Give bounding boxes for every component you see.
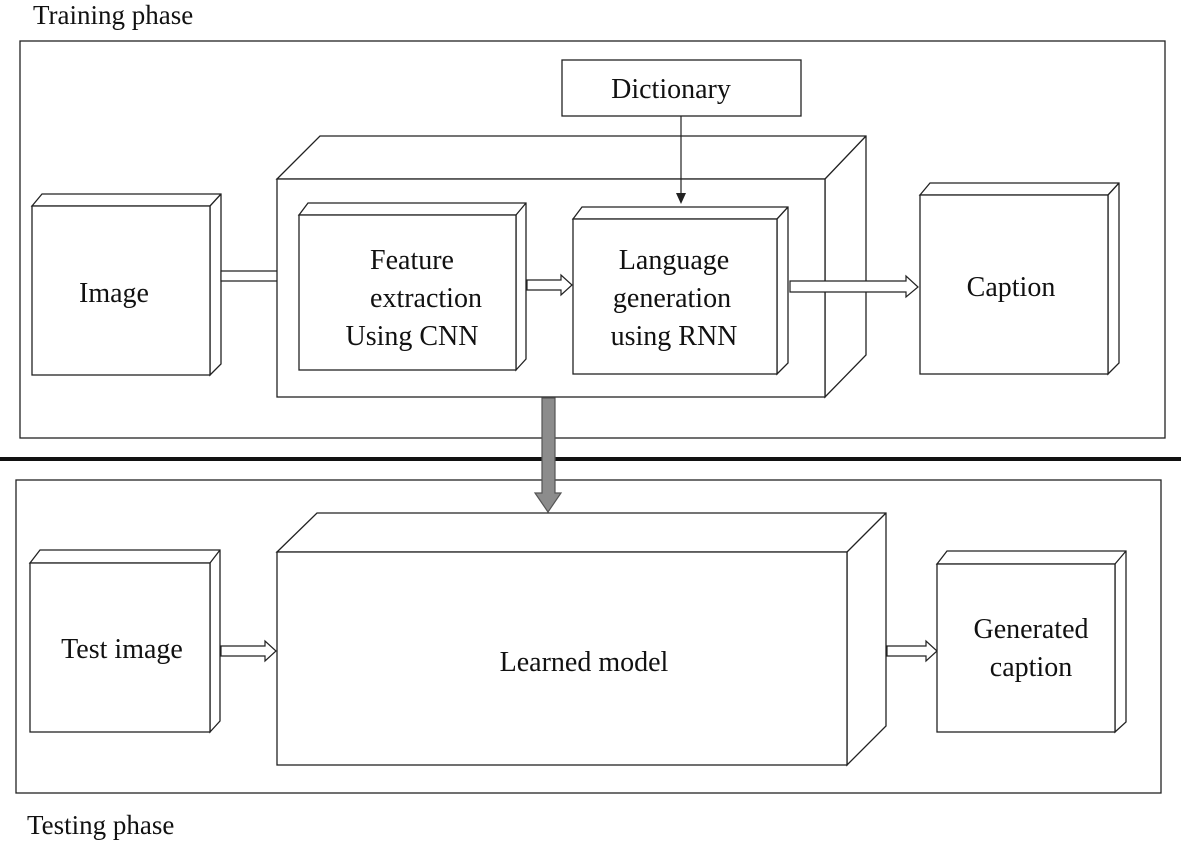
language-label-line1: Language: [619, 245, 729, 276]
test-image-block: Test image: [28, 549, 221, 734]
generated-label-line1: Generated: [973, 614, 1088, 645]
feature-label-line2: extraction: [370, 283, 482, 314]
caption-label: Caption: [967, 272, 1056, 303]
language-label-line3: using RNN: [611, 321, 738, 352]
language-generation-block: Language generation using RNN: [571, 206, 789, 376]
training-phase-title: Training phase: [33, 0, 193, 30]
dictionary-label: Dictionary: [611, 74, 731, 105]
dictionary-block: Dictionary: [561, 59, 802, 117]
feature-label-line3: Using CNN: [345, 321, 478, 352]
test-image-label: Test image: [61, 634, 183, 665]
language-to-caption-arrow: [789, 274, 919, 299]
caption-block: Caption: [918, 182, 1120, 376]
dictionary-to-language-arrow: [676, 116, 686, 204]
image-block: Image: [30, 193, 222, 377]
feature-label-line1: Feature: [370, 245, 454, 276]
generated-caption-block: Generated caption: [935, 550, 1127, 734]
test-image-to-model-arrow: [220, 639, 277, 663]
learned-model-label: Learned model: [500, 647, 669, 678]
feature-extraction-block: Feature extraction Using CNN: [297, 202, 527, 372]
testing-phase-title: Testing phase: [27, 810, 174, 840]
feature-to-language-arrow: [526, 273, 573, 297]
generated-label-line2: caption: [990, 652, 1072, 683]
language-label-line2: generation: [613, 283, 731, 314]
learned-model-block: Learned model: [275, 512, 887, 767]
training-to-testing-arrow: [533, 397, 563, 514]
model-to-generated-arrow: [886, 639, 938, 663]
image-label: Image: [79, 278, 149, 309]
